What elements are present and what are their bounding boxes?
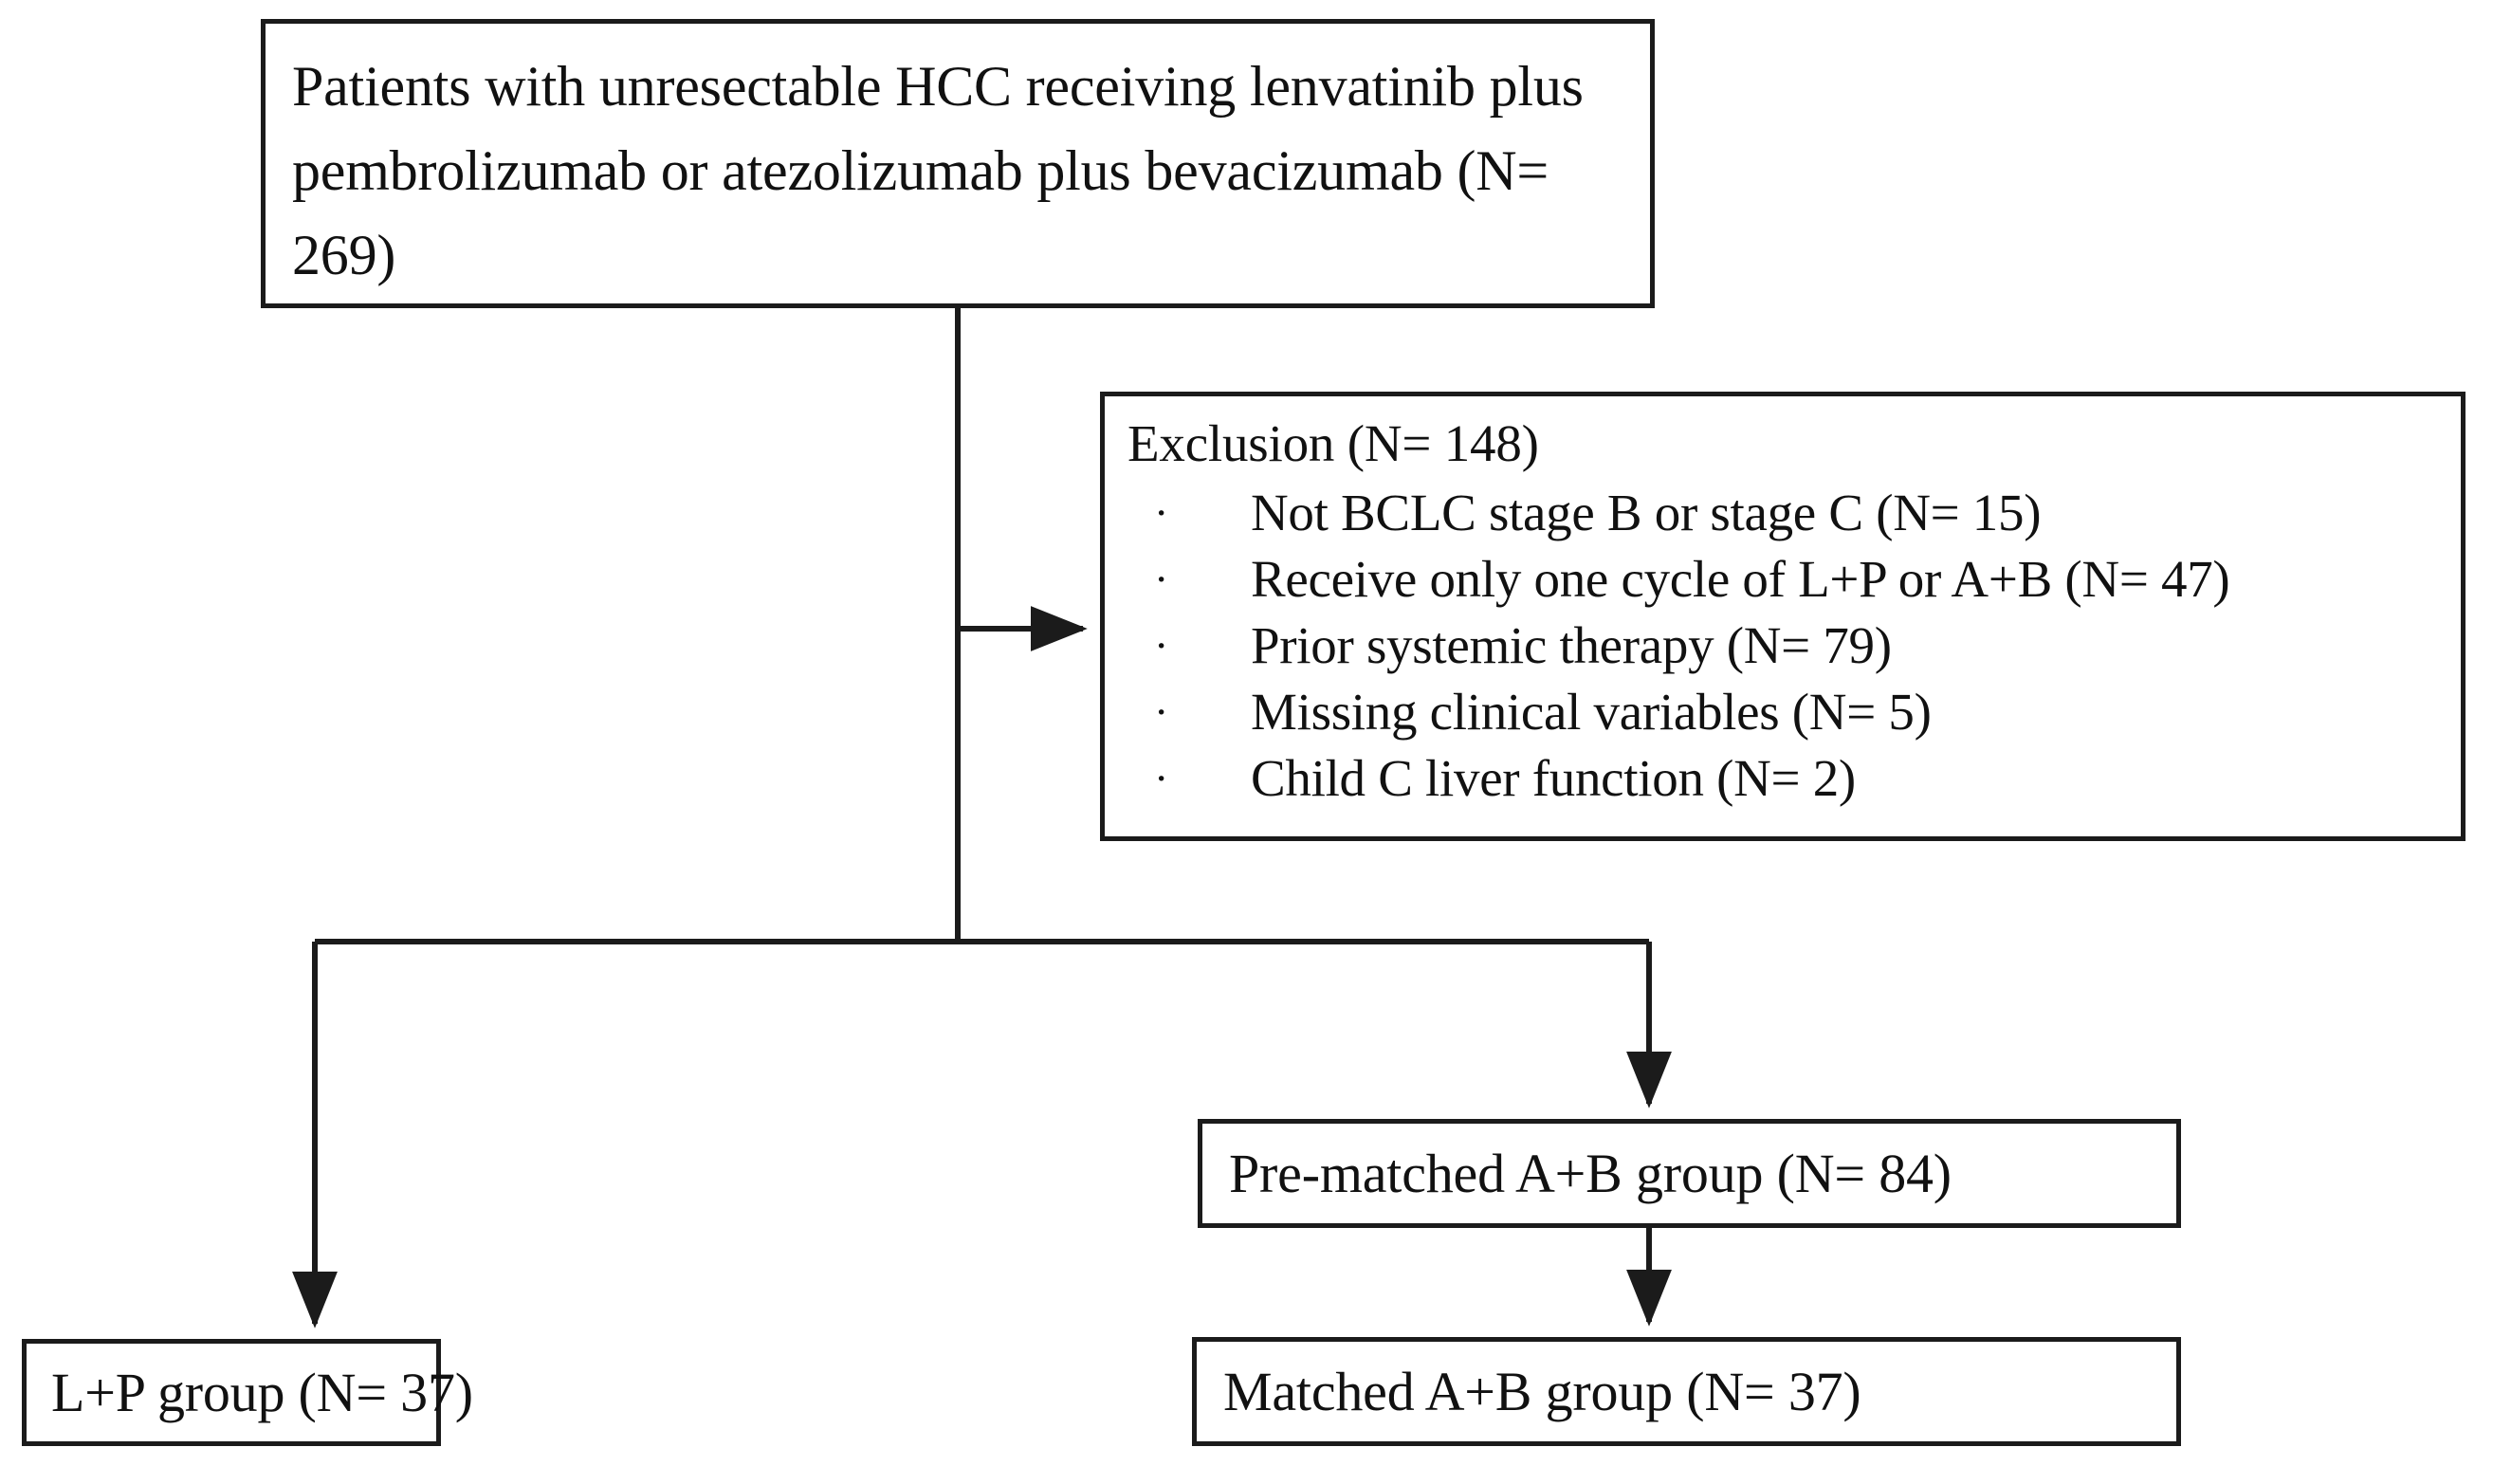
bullet-icon: · [1154,555,1169,603]
list-item: · Child C liver function (N= 2) [1127,745,2461,812]
bullet-icon: · [1154,754,1169,802]
list-item: · Not BCLC stage B or stage C (N= 15) [1127,480,2461,546]
list-item-label: Child C liver function (N= 2) [1251,749,1856,807]
list-item-label: Receive only one cycle of L+P or A+B (N=… [1251,550,2230,608]
bullet-icon: · [1154,488,1169,537]
node-matched-ab-group: Matched A+B group (N= 37) [1192,1337,2181,1446]
node-lp-group-text: L+P group (N= 37) [51,1361,473,1423]
node-exclusion-title: Exclusion (N= 148) [1127,414,1539,472]
node-study-cohort: Patients with unresectable HCC receiving… [261,19,1655,308]
node-study-cohort-text: Patients with unresectable HCC receiving… [292,55,1584,286]
bullet-icon: · [1154,621,1169,669]
node-lp-group: L+P group (N= 37) [22,1339,473,1446]
bullet-icon: · [1154,687,1169,736]
node-prematched-ab-group: Pre-matched A+B group (N= 84) [1198,1119,2181,1228]
list-item: · Receive only one cycle of L+P or A+B (… [1127,546,2461,613]
list-item: · Prior systemic therapy (N= 79) [1127,613,2461,679]
list-item-label: Prior systemic therapy (N= 79) [1251,616,1892,674]
list-item-label: Missing clinical variables (N= 5) [1251,683,1932,741]
list-item-label: Not BCLC stage B or stage C (N= 15) [1251,484,2042,541]
node-exclusion: Exclusion (N= 148) · Not BCLC stage B or… [1100,392,2466,841]
node-matched-ab-group-text: Matched A+B group (N= 37) [1223,1360,1861,1422]
node-prematched-ab-group-text: Pre-matched A+B group (N= 84) [1229,1142,1952,1204]
list-item: · Missing clinical variables (N= 5) [1127,679,2461,745]
exclusion-criteria-list: · Not BCLC stage B or stage C (N= 15) · … [1127,480,2461,812]
